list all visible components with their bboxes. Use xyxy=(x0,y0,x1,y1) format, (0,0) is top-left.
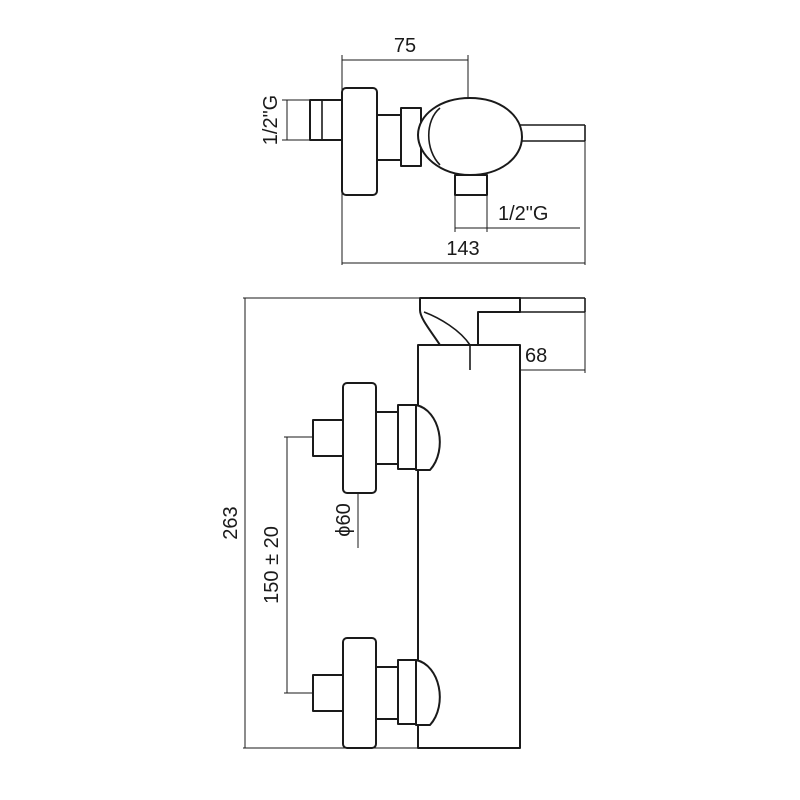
top-view: 75 143 1/2"G 1/2"G xyxy=(260,35,586,265)
handle-cap-curve xyxy=(423,311,471,346)
dim-thread-side-label: 1/2"G xyxy=(260,95,282,145)
dim-263-label: 263 xyxy=(220,506,242,539)
wall-flange-lower xyxy=(342,637,377,749)
dim-68-label: 68 xyxy=(525,345,547,367)
eccentric-lower xyxy=(415,659,441,726)
handle-cap-side xyxy=(419,297,521,346)
dim-thread-bottom-label: 1/2"G xyxy=(498,203,548,225)
mixer-body-inner xyxy=(428,107,441,166)
dim-150-label: 150 ± 20 xyxy=(261,526,283,604)
mixer-body-top xyxy=(417,97,523,176)
dim-143-label: 143 xyxy=(446,238,479,260)
union-nut-lower xyxy=(397,659,417,725)
dim-diameter-label: ϕ60 xyxy=(333,503,355,536)
inlet-pipe-top xyxy=(309,99,343,141)
inlet-pipe-lower xyxy=(312,674,346,712)
union-fitting-top xyxy=(376,114,402,161)
eccentric-upper xyxy=(415,404,441,471)
wall-flange-upper xyxy=(342,382,377,494)
side-view: 263 150 ± 20 ϕ60 68 xyxy=(220,297,586,749)
union-fitting-upper xyxy=(375,411,399,465)
union-fitting-lower xyxy=(375,666,399,720)
union-nut-upper xyxy=(397,404,417,470)
dim-75-label: 75 xyxy=(394,35,416,57)
wall-flange-top xyxy=(341,87,378,196)
inlet-pipe-upper xyxy=(312,419,346,457)
outlet-pipe-top xyxy=(454,174,488,196)
